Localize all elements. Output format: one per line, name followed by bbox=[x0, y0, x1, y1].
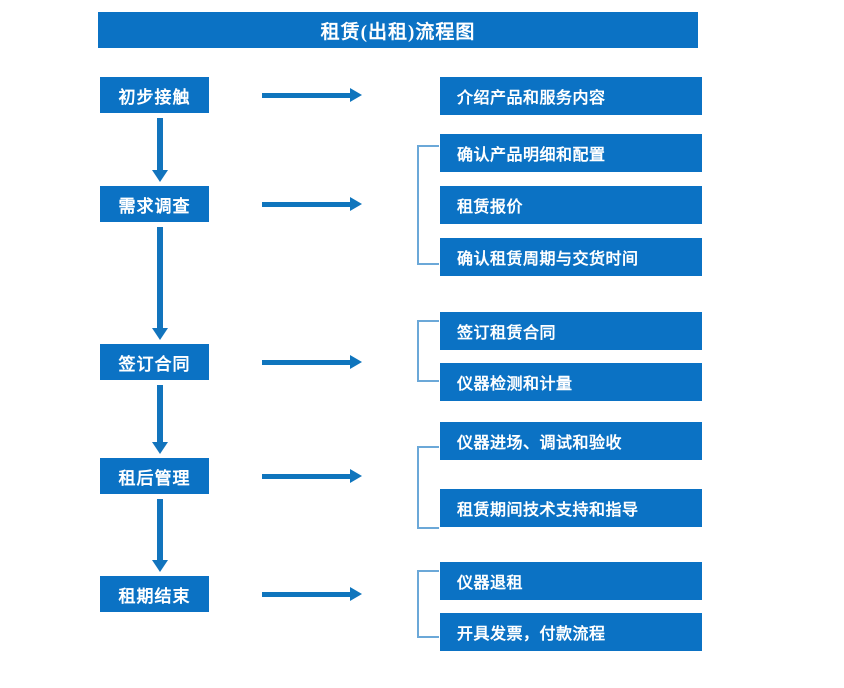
arrow-head-icon bbox=[152, 442, 168, 454]
detail-box-1[interactable]: 介绍产品和服务内容 bbox=[440, 77, 702, 115]
vertical-arrow-4 bbox=[152, 499, 168, 572]
arrow-head-icon bbox=[152, 560, 168, 572]
group-bracket-termination bbox=[417, 570, 439, 638]
arrow-shaft bbox=[157, 499, 163, 560]
detail-box-3[interactable]: 租赁报价 bbox=[440, 186, 702, 224]
arrow-shaft bbox=[262, 360, 352, 365]
detail-box-9[interactable]: 仪器退租 bbox=[440, 562, 702, 600]
vertical-arrow-2 bbox=[152, 227, 168, 340]
stage-box-5[interactable]: 租期结束 bbox=[100, 576, 209, 612]
detail-box-5[interactable]: 签订租赁合同 bbox=[440, 312, 702, 350]
detail-box-4[interactable]: 确认租赁周期与交货时间 bbox=[440, 238, 702, 276]
arrow-shaft bbox=[262, 202, 352, 207]
arrow-head-icon bbox=[152, 170, 168, 182]
horizontal-arrow-2 bbox=[262, 197, 362, 211]
group-bracket-requirements bbox=[417, 145, 439, 265]
detail-box-2[interactable]: 确认产品明细和配置 bbox=[440, 134, 702, 172]
stage-box-3[interactable]: 签订合同 bbox=[100, 344, 209, 380]
arrow-head-icon bbox=[350, 197, 362, 211]
arrow-shaft bbox=[262, 474, 352, 479]
vertical-arrow-1 bbox=[152, 118, 168, 182]
horizontal-arrow-3 bbox=[262, 355, 362, 369]
arrow-shaft bbox=[157, 385, 163, 442]
detail-box-6[interactable]: 仪器检测和计量 bbox=[440, 363, 702, 401]
arrow-head-icon bbox=[350, 469, 362, 483]
arrow-shaft bbox=[157, 227, 163, 328]
page-title: 租赁(出租)流程图 bbox=[98, 12, 698, 48]
vertical-arrow-3 bbox=[152, 385, 168, 454]
stage-box-4[interactable]: 租后管理 bbox=[100, 458, 209, 494]
group-bracket-management bbox=[417, 446, 439, 529]
arrow-shaft bbox=[157, 118, 163, 170]
detail-box-7[interactable]: 仪器进场、调试和验收 bbox=[440, 422, 702, 460]
detail-box-10[interactable]: 开具发票，付款流程 bbox=[440, 613, 702, 651]
stage-box-1[interactable]: 初步接触 bbox=[100, 77, 209, 113]
detail-box-8[interactable]: 租赁期间技术支持和指导 bbox=[440, 489, 702, 527]
arrow-head-icon bbox=[350, 587, 362, 601]
horizontal-arrow-5 bbox=[262, 587, 362, 601]
arrow-shaft bbox=[262, 592, 352, 597]
arrow-head-icon bbox=[152, 328, 168, 340]
arrow-head-icon bbox=[350, 355, 362, 369]
arrow-shaft bbox=[262, 93, 352, 98]
stage-box-2[interactable]: 需求调查 bbox=[100, 186, 209, 222]
arrow-head-icon bbox=[350, 88, 362, 102]
horizontal-arrow-1 bbox=[262, 88, 362, 102]
group-bracket-contract bbox=[417, 320, 439, 382]
horizontal-arrow-4 bbox=[262, 469, 362, 483]
